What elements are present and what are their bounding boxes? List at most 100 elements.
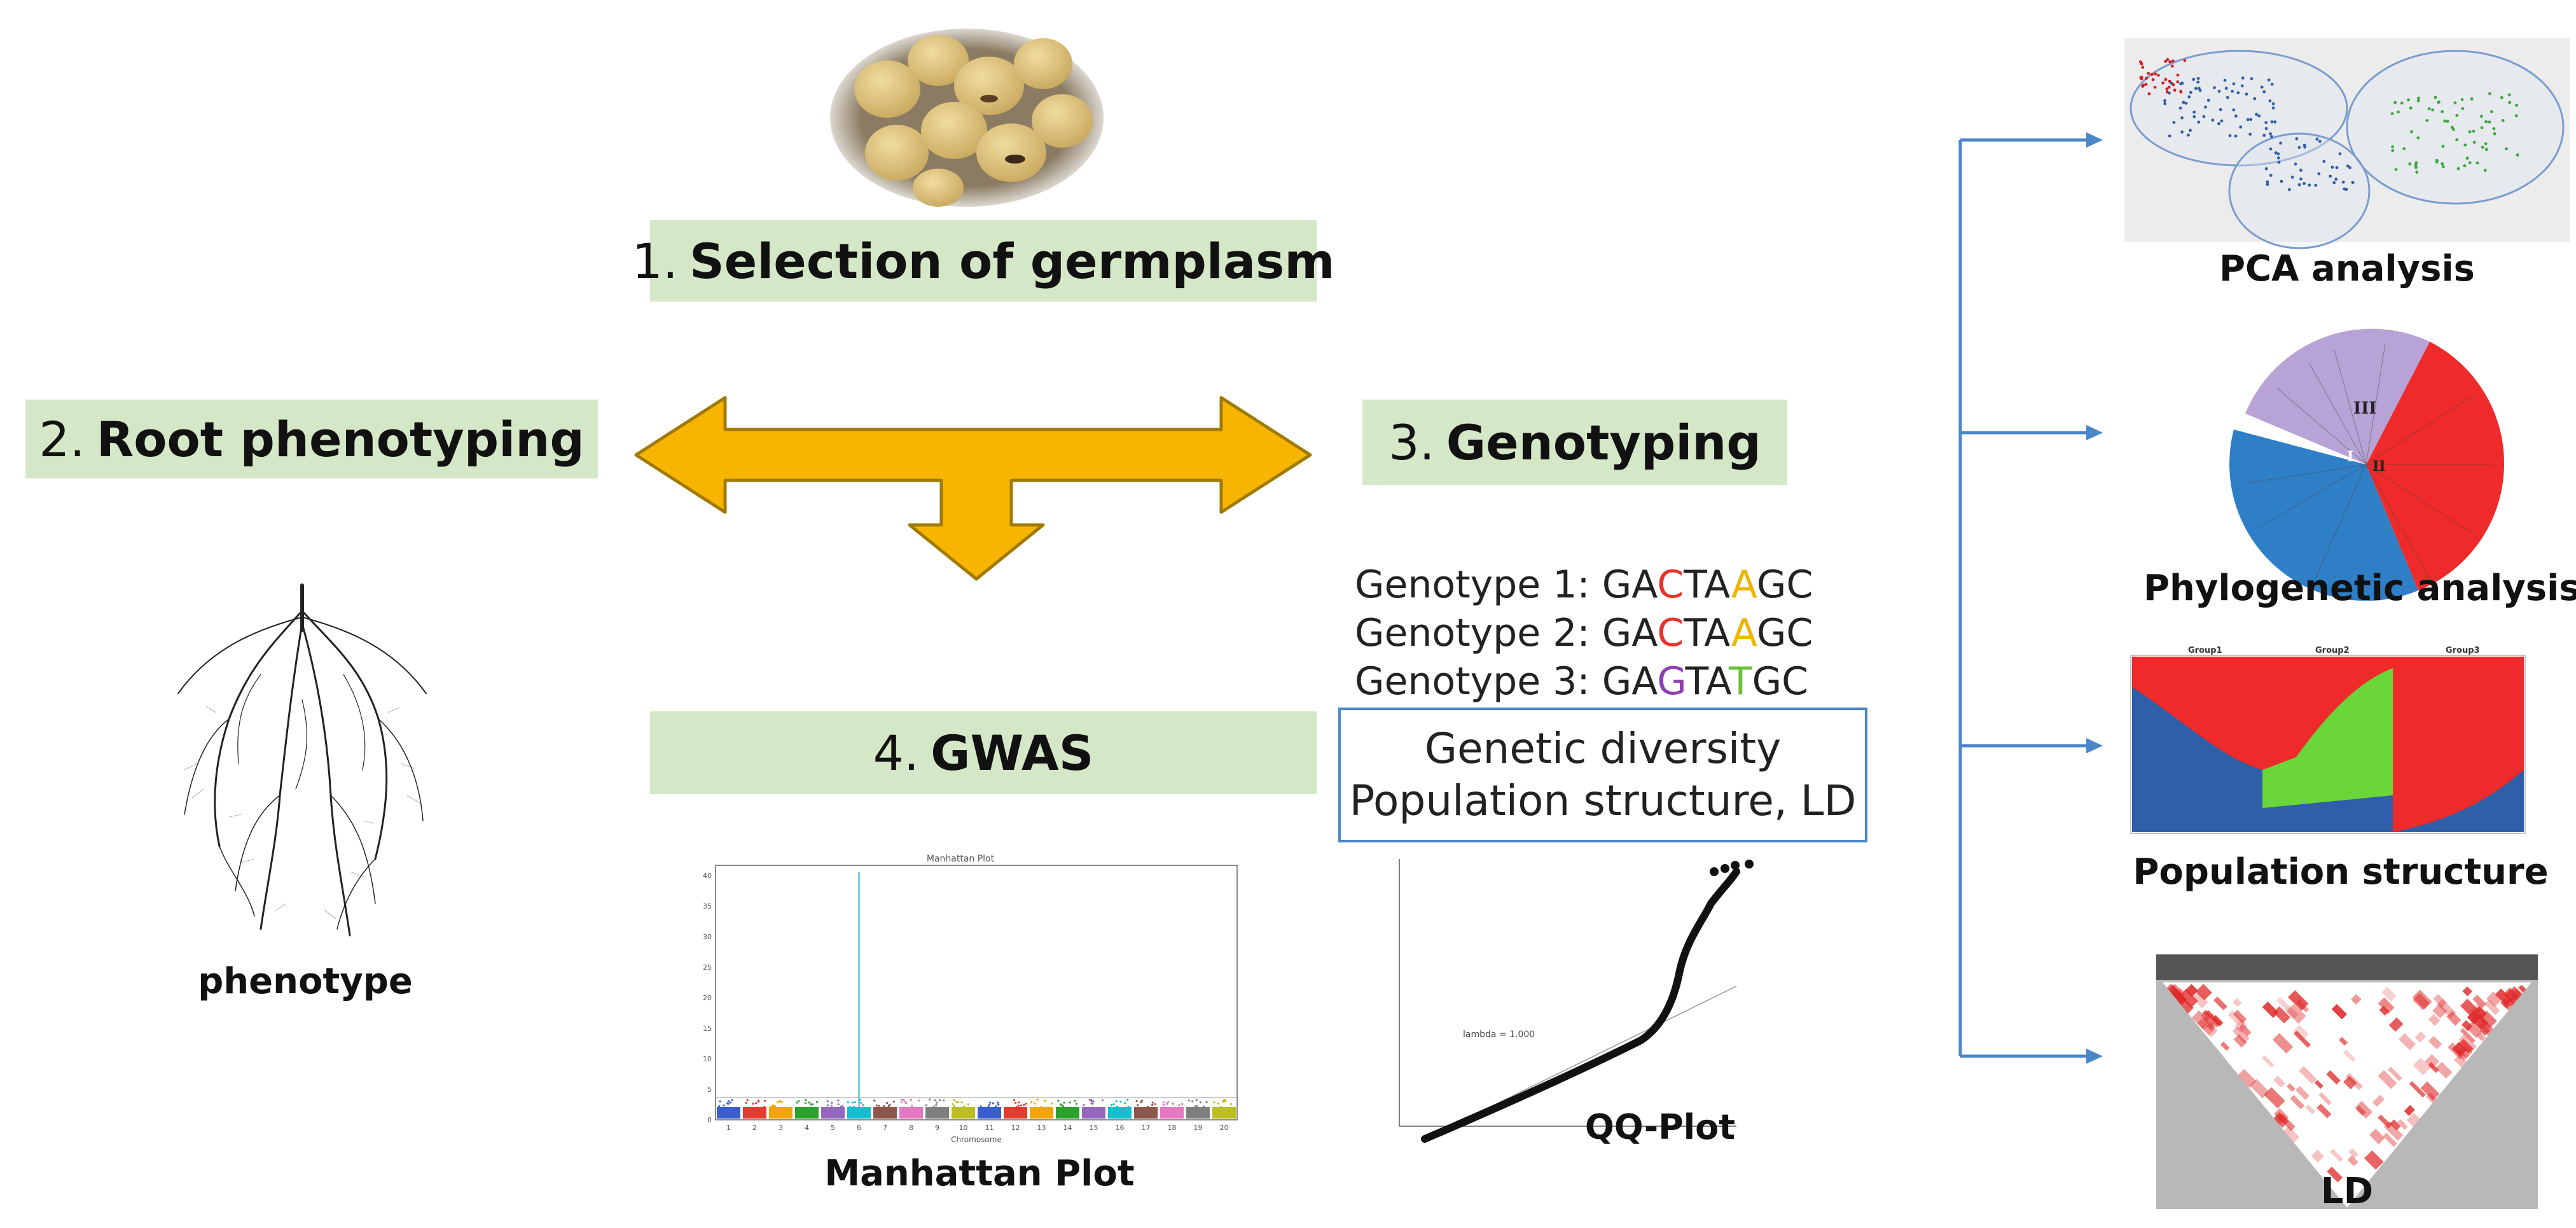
manhattan-point [1202,1105,1205,1108]
ld-cell [2201,1021,2218,1038]
ld-cell [2378,997,2395,1014]
pca-point [2508,101,2512,104]
manhattan-point [1017,1105,1020,1107]
ld-cell [2232,1026,2250,1043]
ld-cell [2173,994,2194,1016]
ld-cell [2381,986,2397,1002]
ld-cell [2452,1042,2467,1057]
pca-point [2302,182,2306,185]
manhattan-point [883,1105,885,1108]
manhattan-point [776,1101,779,1103]
population-caption: Population structure [2133,851,2549,893]
pca-point [2431,108,2434,112]
ld-cell [2331,1003,2348,1020]
ld-cell [2355,1105,2366,1116]
manhattan-point [1050,1102,1053,1105]
pca-point [2500,95,2503,99]
manhattan-point [885,1102,889,1105]
step-number: 4. [873,724,920,781]
pca-point [2308,183,2311,187]
pca-point [2224,87,2228,90]
analysis-line-1: Genetic diversity [1424,723,1782,773]
genotype-line-2: Genotype 2: GACTAAGC [1355,611,1813,655]
ld-cell [2299,1066,2317,1084]
pca-point [2322,160,2326,164]
manhattan-xtick-label: 13 [1037,1124,1046,1132]
ld-cell [2285,1005,2299,1019]
manhattan-point [1135,1099,1138,1103]
pca-point [2206,99,2210,102]
manhattan-chromosome-band [1134,1107,1158,1119]
qq-plot: lambda = 1.000 [1399,859,1754,1143]
manhattan-point [1013,1099,1016,1101]
manhattan-point [752,1103,754,1105]
manhattan-caption: Manhattan Plot [824,1153,1135,1194]
pca-ellipse-1 [2129,50,2348,167]
ld-cell [2347,1155,2358,1166]
ld-cell [2191,1010,2210,1029]
pca-point [2476,161,2479,165]
pca-ellipse-3 [2228,132,2371,249]
manhattan-xtick-label: 4 [805,1124,809,1132]
phylo-caption: Phylogenetic analysis [2143,568,2576,609]
manhattan-point [1014,1101,1017,1104]
arrowhead-icon [2086,738,2103,753]
pca-point [2335,166,2339,169]
pca-point [2192,78,2196,81]
manhattan-chromosome-band [1186,1107,1210,1119]
manhattan-xtick-label: 15 [1090,1124,1098,1132]
pca-point [2507,93,2511,97]
pca-point [2416,99,2420,102]
pca-point [2402,147,2406,151]
manhattan-point [934,1099,936,1101]
manhattan-chromosome-band [769,1107,793,1119]
ld-cell [2290,1094,2305,1110]
pca-point [2465,157,2469,160]
manhattan-point [745,1101,747,1104]
pca-point [2351,181,2355,185]
pca-point [2202,115,2206,118]
ld-cell [2233,1034,2247,1048]
pca-point [2489,110,2493,113]
ld-cell [2192,992,2208,1008]
pca-point [2397,110,2400,114]
manhattan-chromosome-band [821,1107,845,1119]
pca-point [2246,118,2250,122]
qq-outlier-point [1745,860,1754,869]
manhattan-point [837,1103,840,1106]
manhattan-point [1229,1103,1233,1105]
pca-point [2269,147,2273,151]
manhattan-point [911,1105,913,1107]
manhattan-point [1044,1099,1047,1102]
step-gwas: 4. GWAS [650,711,1317,794]
sequence-segment: A [1731,611,1757,655]
manhattan-point [718,1105,721,1108]
phylo-clade-III [2245,328,2430,464]
pca-point [2153,85,2157,89]
pca-point [2204,105,2207,109]
genotype-label: Genotype 2: [1355,611,1602,655]
manhattan-point [1083,1104,1085,1106]
pca-point [2437,101,2441,104]
manhattan-ytick-label: 0 [707,1116,712,1124]
ld-cell [2389,1119,2401,1131]
ld-cell [2197,1019,2209,1031]
pca-point [2165,90,2169,94]
pca-point [2196,80,2200,84]
manhattan-title: Manhattan Plot [927,854,995,864]
pca-point [2180,130,2184,134]
manhattan-point [796,1101,798,1104]
sequence-segment: C [1657,611,1684,655]
qq-observed-points [1421,868,1740,1143]
arrowhead-icon [2086,1049,2103,1064]
population-structure-plot: Group1 Group2 Group3 [2130,646,2526,834]
step-label: Selection of germplasm [689,232,1335,290]
manhattan-point [1127,1105,1130,1108]
ld-cell [2458,1044,2473,1059]
manhattan-ytick-label: 15 [703,1024,712,1033]
sequence-segment: TA [1685,659,1729,704]
manhattan-chromosome-band [717,1107,740,1119]
ld-cell [2467,1010,2481,1024]
pca-point [2154,72,2157,76]
structure-blue-bottom-2 [2262,795,2393,832]
